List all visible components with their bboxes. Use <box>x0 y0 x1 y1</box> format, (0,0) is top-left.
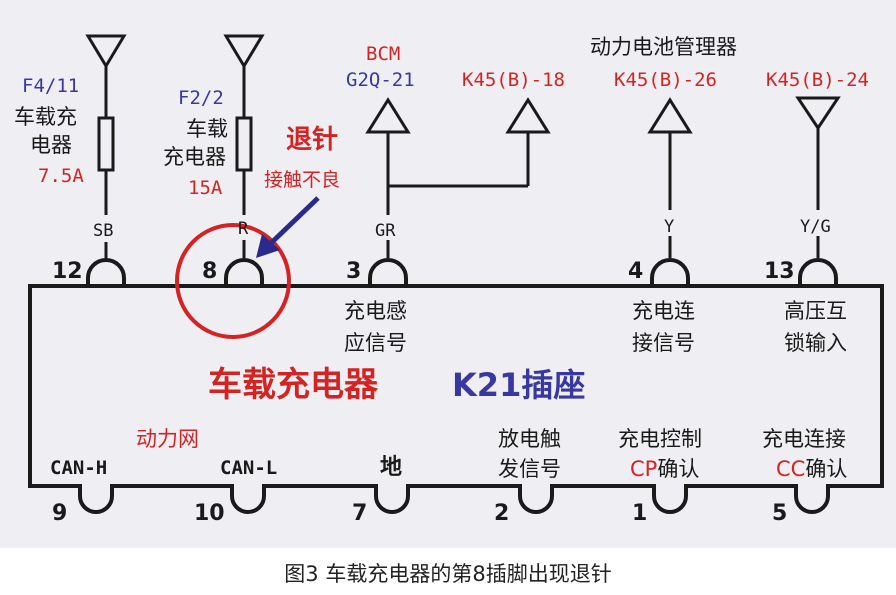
pin4-desc-line1: 充电连 <box>632 299 695 323</box>
bms-title: 动力电池管理器 <box>590 35 737 59</box>
pin1-desc-line1: 充电控制 <box>618 427 702 451</box>
socket-10 <box>230 484 266 514</box>
charger-box <box>28 284 884 488</box>
f4-rating: 7.5A <box>38 165 84 187</box>
wire-yg: Y/G <box>800 217 831 237</box>
pin4-desc-line2: 接信号 <box>632 331 695 355</box>
pin-num-2: 2 <box>494 501 509 526</box>
caption-band <box>0 548 896 595</box>
f4-label: F4/11 <box>22 75 79 97</box>
pin-num-3: 3 <box>346 259 361 284</box>
f4-source-triangle <box>85 34 127 69</box>
socket-5 <box>794 484 830 514</box>
bottom-sockets <box>78 484 830 514</box>
feed-bcm <box>365 97 551 258</box>
socket-13 <box>798 258 838 288</box>
feed-k45-24 <box>795 96 841 258</box>
bcm-triangle <box>365 97 411 134</box>
socket-12 <box>86 258 126 288</box>
charger-title: 车载充电器 <box>208 365 379 405</box>
pin1-cp: CP <box>630 457 657 481</box>
top-sockets <box>86 258 838 288</box>
feed-bms <box>647 97 693 258</box>
f4-fuse <box>97 116 115 172</box>
can-h-label: CAN-H <box>50 457 107 479</box>
pin-num-9: 9 <box>52 501 67 526</box>
jiechu-label: 接触不良 <box>264 169 340 191</box>
socket-7 <box>374 484 410 514</box>
f2-fuse <box>235 116 253 172</box>
wire-y: Y <box>664 217 674 237</box>
socket-1 <box>652 484 688 514</box>
pin-num-13: 13 <box>764 259 795 284</box>
pin13-desc-line2: 锁输入 <box>784 331 847 355</box>
figure-caption: 图3 车载充电器的第8插脚出现退针 <box>284 562 611 586</box>
pin3-desc-line1: 充电感 <box>344 299 407 323</box>
tuizhen-label: 退针 <box>286 125 338 155</box>
pin2-desc-line1: 放电触 <box>498 427 561 451</box>
socket-4 <box>650 258 690 288</box>
f2-label: F2/2 <box>178 87 224 109</box>
k45-24-triangle <box>795 96 841 131</box>
f4-name-line1: 车载充 <box>14 105 77 129</box>
feed-f4 <box>85 34 127 260</box>
wire-r: R <box>238 219 249 239</box>
pin-num-1: 1 <box>632 501 647 526</box>
pin-num-12: 12 <box>52 259 83 284</box>
k45-26-label: K45(B)-26 <box>614 69 717 91</box>
socket-8 <box>224 258 264 288</box>
k45-18-triangle <box>505 97 551 134</box>
k45-18-label: K45(B)-18 <box>462 69 565 91</box>
socket-3 <box>368 258 408 288</box>
f2-name-line1: 车载 <box>186 117 228 141</box>
wire-sb: SB <box>93 221 113 241</box>
pin-num-7: 7 <box>352 501 367 526</box>
pin5-desc-line1: 充电连接 <box>762 427 846 451</box>
f4-name-line2: 电器 <box>30 133 72 157</box>
fault-arrow <box>256 196 320 258</box>
pin1-confirm: 确认 <box>657 457 699 481</box>
pin3-desc-line2: 应信号 <box>344 331 407 355</box>
pin-num-5: 5 <box>772 501 787 526</box>
pin5-desc-line2: CC确认 <box>776 457 847 481</box>
pin5-cc: CC <box>776 457 805 481</box>
power-net-label: 动力网 <box>136 427 199 451</box>
pin-num-10: 10 <box>194 501 225 526</box>
pin-num-4: 4 <box>628 259 643 284</box>
f2-name-line2: 充电器 <box>163 145 226 169</box>
bcm-pin-label: G2Q-21 <box>346 69 415 91</box>
pin2-desc-line2: 发信号 <box>498 457 561 481</box>
pin13-desc-line1: 高压互 <box>784 299 847 323</box>
f2-source-triangle <box>223 34 265 69</box>
pin-num-8: 8 <box>202 259 217 284</box>
can-l-label: CAN-L <box>220 457 277 479</box>
fault-highlight-circle <box>175 223 291 339</box>
k45-24-label: K45(B)-24 <box>766 69 869 91</box>
pin5-confirm: 确认 <box>805 457 847 481</box>
ground-label: 地 <box>380 455 402 480</box>
wire-gr: GR <box>375 221 396 241</box>
feed-f2 <box>223 34 265 258</box>
socket-2 <box>518 484 554 514</box>
pin1-desc-line2: CP确认 <box>630 457 699 481</box>
f2-rating: 15A <box>188 177 223 199</box>
socket-9 <box>78 484 114 514</box>
connector-name: K21插座 <box>452 366 585 404</box>
k45-26-triangle <box>647 97 693 134</box>
bcm-label: BCM <box>366 43 400 65</box>
